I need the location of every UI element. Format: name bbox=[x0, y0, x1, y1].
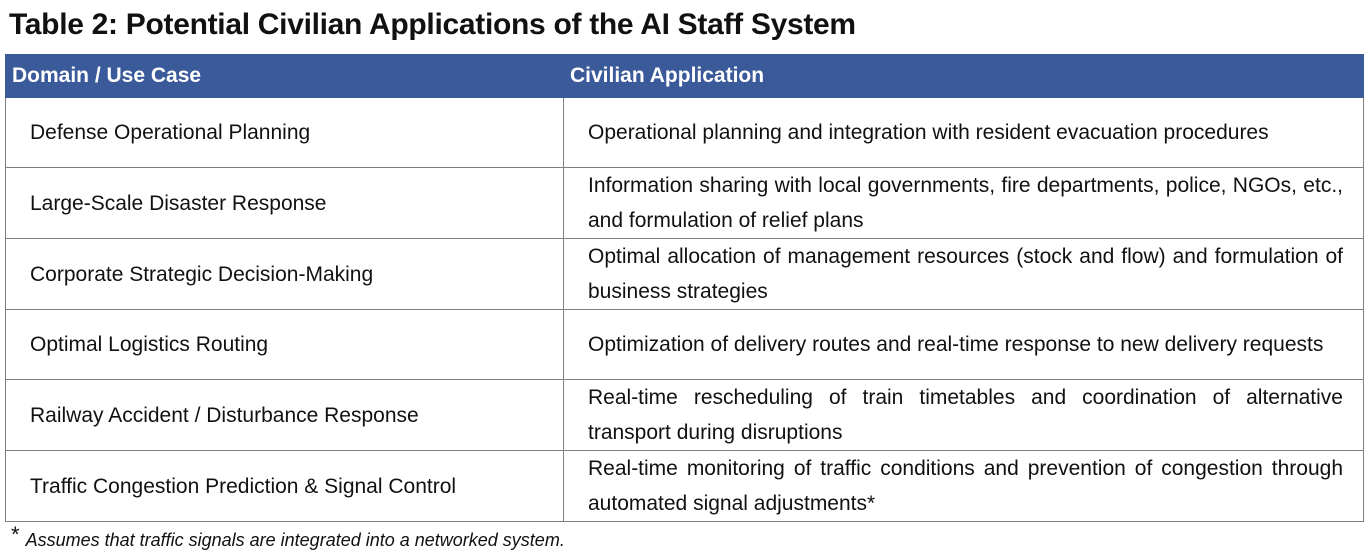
table-row: Optimal Logistics Routing Optimization o… bbox=[5, 309, 1364, 380]
cell-application: Real-time monitoring of traffic conditio… bbox=[563, 450, 1364, 522]
cell-domain: Optimal Logistics Routing bbox=[5, 309, 564, 380]
table-title: Table 2: Potential Civilian Applications… bbox=[9, 8, 856, 41]
table-row: Corporate Strategic Decision-Making Opti… bbox=[5, 238, 1364, 310]
cell-application: Operational planning and integration wit… bbox=[563, 97, 1364, 168]
header-application: Civilian Application bbox=[563, 54, 1364, 98]
cell-application: Optimal allocation of management resourc… bbox=[563, 238, 1364, 310]
table-header-row: Domain / Use Case Civilian Application bbox=[5, 54, 1364, 98]
civilian-applications-table: Domain / Use Case Civilian Application D… bbox=[5, 54, 1364, 522]
footnote-mark: * bbox=[11, 522, 20, 547]
footnote: *Assumes that traffic signals are integr… bbox=[11, 522, 565, 552]
cell-domain: Traffic Congestion Prediction & Signal C… bbox=[5, 450, 564, 522]
table-row: Railway Accident / Disturbance Response … bbox=[5, 379, 1364, 451]
table-row: Large-Scale Disaster Response Informatio… bbox=[5, 167, 1364, 239]
cell-domain: Defense Operational Planning bbox=[5, 97, 564, 168]
cell-domain: Corporate Strategic Decision-Making bbox=[5, 238, 564, 310]
header-domain: Domain / Use Case bbox=[5, 54, 564, 98]
cell-domain: Large-Scale Disaster Response bbox=[5, 167, 564, 239]
cell-domain: Railway Accident / Disturbance Response bbox=[5, 379, 564, 451]
cell-application: Optimization of delivery routes and real… bbox=[563, 309, 1364, 380]
footnote-text: Assumes that traffic signals are integra… bbox=[25, 530, 565, 550]
table-row: Traffic Congestion Prediction & Signal C… bbox=[5, 450, 1364, 522]
cell-application: Information sharing with local governmen… bbox=[563, 167, 1364, 239]
cell-application: Real-time rescheduling of train timetabl… bbox=[563, 379, 1364, 451]
table-row: Defense Operational Planning Operational… bbox=[5, 97, 1364, 168]
